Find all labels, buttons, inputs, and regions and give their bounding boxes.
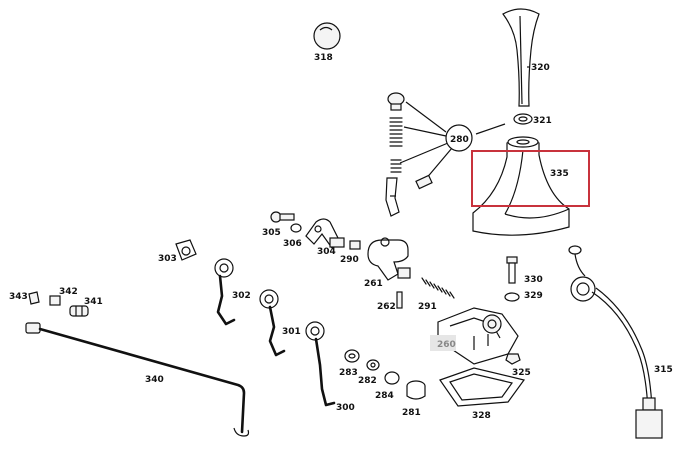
label-300: 300	[336, 403, 355, 413]
label-341: 341	[84, 297, 103, 307]
label-330: 330	[524, 275, 543, 285]
part-328-gasket: 328	[439, 367, 526, 421]
label-281: 281	[402, 408, 421, 418]
part-262-pin: 262	[377, 291, 403, 312]
highlight-box-335	[471, 150, 590, 207]
part-282-washer: 282	[358, 359, 380, 386]
part-305-bolt: 305	[262, 211, 295, 238]
label-321: 321	[533, 116, 552, 126]
part-343-clip: 343	[9, 291, 40, 305]
label-340: 340	[145, 375, 164, 385]
label-303: 303	[158, 254, 177, 264]
part-280-spring-lower	[390, 159, 402, 173]
part-335-shift-boot: 335	[472, 136, 570, 236]
label-306: 306	[283, 239, 302, 249]
part-283-washer: 283	[339, 349, 360, 378]
part-284-washer: 284	[375, 371, 400, 401]
label-261: 261	[364, 279, 383, 289]
label-260: 260	[437, 340, 456, 350]
label-320: 320	[531, 63, 550, 73]
part-341-bushing: 341	[69, 297, 103, 317]
part-280-upper-pin	[387, 92, 405, 111]
label-335: 335	[550, 169, 569, 179]
part-261-selector: 261	[364, 237, 411, 289]
part-318-knob-ball: 318	[313, 22, 341, 63]
label-325: 325	[512, 368, 531, 378]
part-340-shift-rod: 340	[25, 322, 250, 437]
part-280-spring	[389, 117, 403, 147]
part-301-lever: 301	[259, 289, 301, 357]
part-300-lever: 300	[305, 321, 355, 413]
label-284: 284	[375, 391, 394, 401]
label-304: 304	[317, 247, 336, 257]
label-329: 329	[524, 291, 543, 301]
part-330-bolt: 330	[506, 256, 543, 285]
label-283: 283	[339, 368, 358, 378]
part-320-shift-lever: 320	[502, 8, 550, 107]
label-305: 305	[262, 228, 281, 238]
part-260-gate-housing: 260	[430, 307, 519, 365]
label-315: 315	[654, 365, 673, 375]
label-342: 342	[59, 287, 78, 297]
part-303-bracket: 303	[158, 239, 197, 264]
label-262: 262	[377, 302, 396, 312]
label-328: 328	[472, 411, 491, 421]
label-291: 291	[418, 302, 437, 312]
part-280-plunger	[385, 177, 400, 217]
part-342-bushing: 342	[49, 287, 78, 306]
part-302-lever: 302	[214, 258, 251, 326]
label-301: 301	[282, 327, 301, 337]
part-306-washer: 306	[283, 223, 302, 249]
label-343: 343	[9, 292, 28, 302]
part-290-bushing: 290	[340, 240, 361, 265]
label-302: 302	[232, 291, 251, 301]
part-315-cable: 315	[568, 245, 673, 439]
part-325-clip: 325	[505, 353, 531, 378]
label-282: 282	[358, 376, 377, 386]
part-329-washer: 329	[504, 291, 543, 302]
label-260-bg	[430, 335, 456, 351]
part-304-lever: 304	[305, 218, 345, 257]
part-280-callout: 280	[399, 101, 506, 181]
label-318: 318	[314, 53, 333, 63]
part-280-screw	[415, 174, 433, 190]
part-281-cap: 281	[402, 380, 426, 418]
label-290: 290	[340, 255, 359, 265]
label-280: 280	[450, 135, 469, 145]
part-291-spring: 291	[418, 277, 455, 312]
part-321-ring: 321	[513, 113, 552, 126]
